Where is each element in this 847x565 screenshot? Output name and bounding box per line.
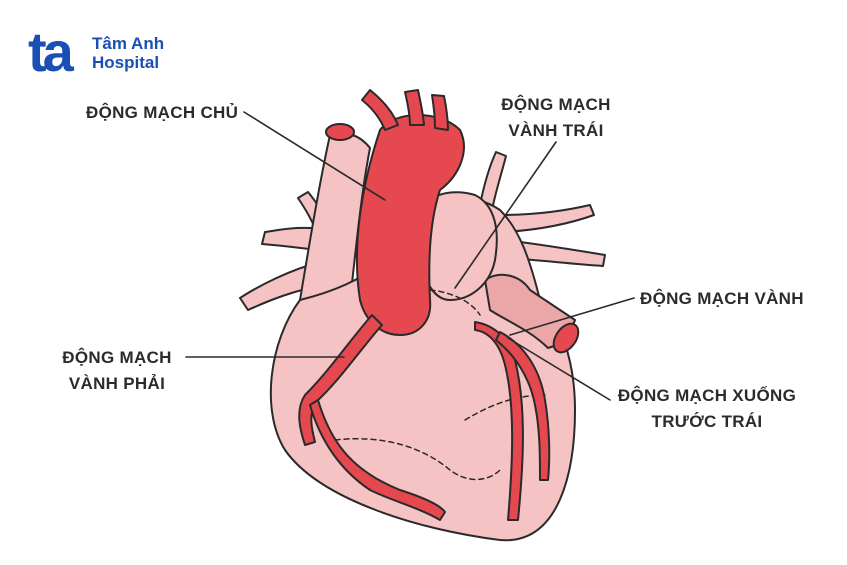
- label-lad-line1: ĐỘNG MẠCH XUỐNG: [617, 386, 797, 405]
- aorta-branch-1: [361, 89, 399, 131]
- right-coronary-artery: [298, 314, 383, 446]
- aorta: [355, 114, 465, 336]
- aorta-branch-3: [431, 94, 449, 131]
- label-lad: ĐỘNG MẠCH XUỐNG TRƯỚC TRÁI: [612, 383, 802, 435]
- leader-coronary: [509, 297, 635, 336]
- right-vessel-top: [479, 151, 507, 211]
- label-left-coronary-line1: ĐỘNG MẠCH: [501, 95, 611, 114]
- label-coronary: ĐỘNG MẠCH VÀNH: [640, 289, 804, 308]
- label-right-coronary-line2: VÀNH PHẢI: [68, 374, 166, 393]
- dashed-outline-3: [429, 289, 481, 316]
- logo-line-1: Tâm Anh: [92, 34, 165, 53]
- dashed-outline-1: [334, 438, 501, 481]
- right-vessel-2: [504, 239, 606, 267]
- aorta-branch-2: [404, 89, 425, 126]
- label-right-coronary: ĐỘNG MẠCH VÀNH PHẢI: [52, 345, 182, 397]
- leader-left-coronary: [454, 141, 557, 289]
- label-aorta: ĐỘNG MẠCH CHỦ: [86, 103, 239, 122]
- right-vessel-1: [499, 204, 595, 233]
- label-right-coronary-line1: ĐỘNG MẠCH: [62, 348, 172, 367]
- vena-cava: [299, 132, 371, 301]
- logo-line-2: Hospital: [92, 53, 160, 72]
- label-left-coronary-line2: VÀNH TRÁI: [508, 121, 604, 140]
- logo-text: Tâm Anh Hospital: [92, 34, 164, 72]
- leader-lad: [507, 337, 611, 401]
- circumflex-artery: [495, 331, 551, 481]
- logo-mark: ta: [28, 20, 74, 83]
- label-left-coronary: ĐỘNG MẠCH VÀNH TRÁI: [486, 92, 626, 144]
- leader-aorta: [243, 111, 386, 201]
- label-lad-line2: TRƯỚC TRÁI: [651, 412, 763, 431]
- right-coronary-branch: [309, 399, 446, 521]
- left-auricle: [484, 273, 576, 349]
